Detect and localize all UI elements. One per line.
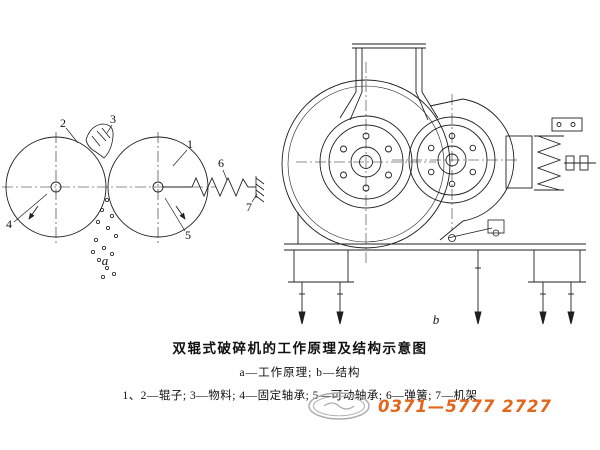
watermark-phone: 0371—5777 2727: [378, 396, 553, 416]
diagram-a-label: a: [102, 253, 109, 268]
structure-diagram: b: [281, 43, 596, 327]
roller-left-structure: [319, 115, 413, 209]
watermark: 0371—5777 2727: [306, 391, 552, 421]
part-label-4: 4: [6, 217, 12, 231]
anchor-bolts: [298, 250, 575, 325]
caption-block: 双辊式破碎机的工作原理及结构示意图 a—工作原理; b—结构 1、2—辊子; 3…: [0, 337, 600, 403]
working-principle-diagram: 2 3 1 4 5 6 7 a: [2, 112, 265, 279]
part-label-6: 6: [218, 156, 224, 170]
base-frame: [284, 243, 586, 283]
bearing-spring-assembly: [505, 117, 596, 191]
roller-right-structure: [408, 116, 496, 204]
material-chute: [85, 123, 114, 159]
leader-lines-a: [13, 124, 258, 232]
part-label-1: 1: [187, 137, 193, 151]
diagram-b-label: b: [433, 312, 440, 327]
part-label-5: 5: [185, 228, 191, 242]
wall-anchor: [255, 176, 265, 203]
adjusting-lever: [447, 219, 505, 242]
spring-schematic: [163, 176, 256, 198]
housing: [281, 79, 515, 249]
logo-mark: [323, 402, 355, 410]
roller-left-schematic: [5, 136, 107, 238]
part-label-3: 3: [110, 112, 116, 126]
watermark-logo: [308, 392, 370, 420]
figure-legend: 1、2—辊子; 3—物料; 4—固定轴承; 5—可动轴承; 6—弹簧; 7—机架: [122, 390, 478, 402]
feed-hopper: [339, 43, 439, 121]
figure-subcaption: a—工作原理; b—结构: [239, 367, 361, 379]
part-labels-a: 2 3 1 4 5 6 7 a: [6, 112, 252, 268]
falling-particles: [91, 197, 119, 279]
figure-title: 双辊式破碎机的工作原理及结构示意图: [172, 341, 428, 356]
part-label-7: 7: [246, 200, 252, 214]
part-label-2: 2: [60, 116, 66, 130]
diagram-canvas: 2 3 1 4 5 6 7 a: [2, 43, 596, 327]
